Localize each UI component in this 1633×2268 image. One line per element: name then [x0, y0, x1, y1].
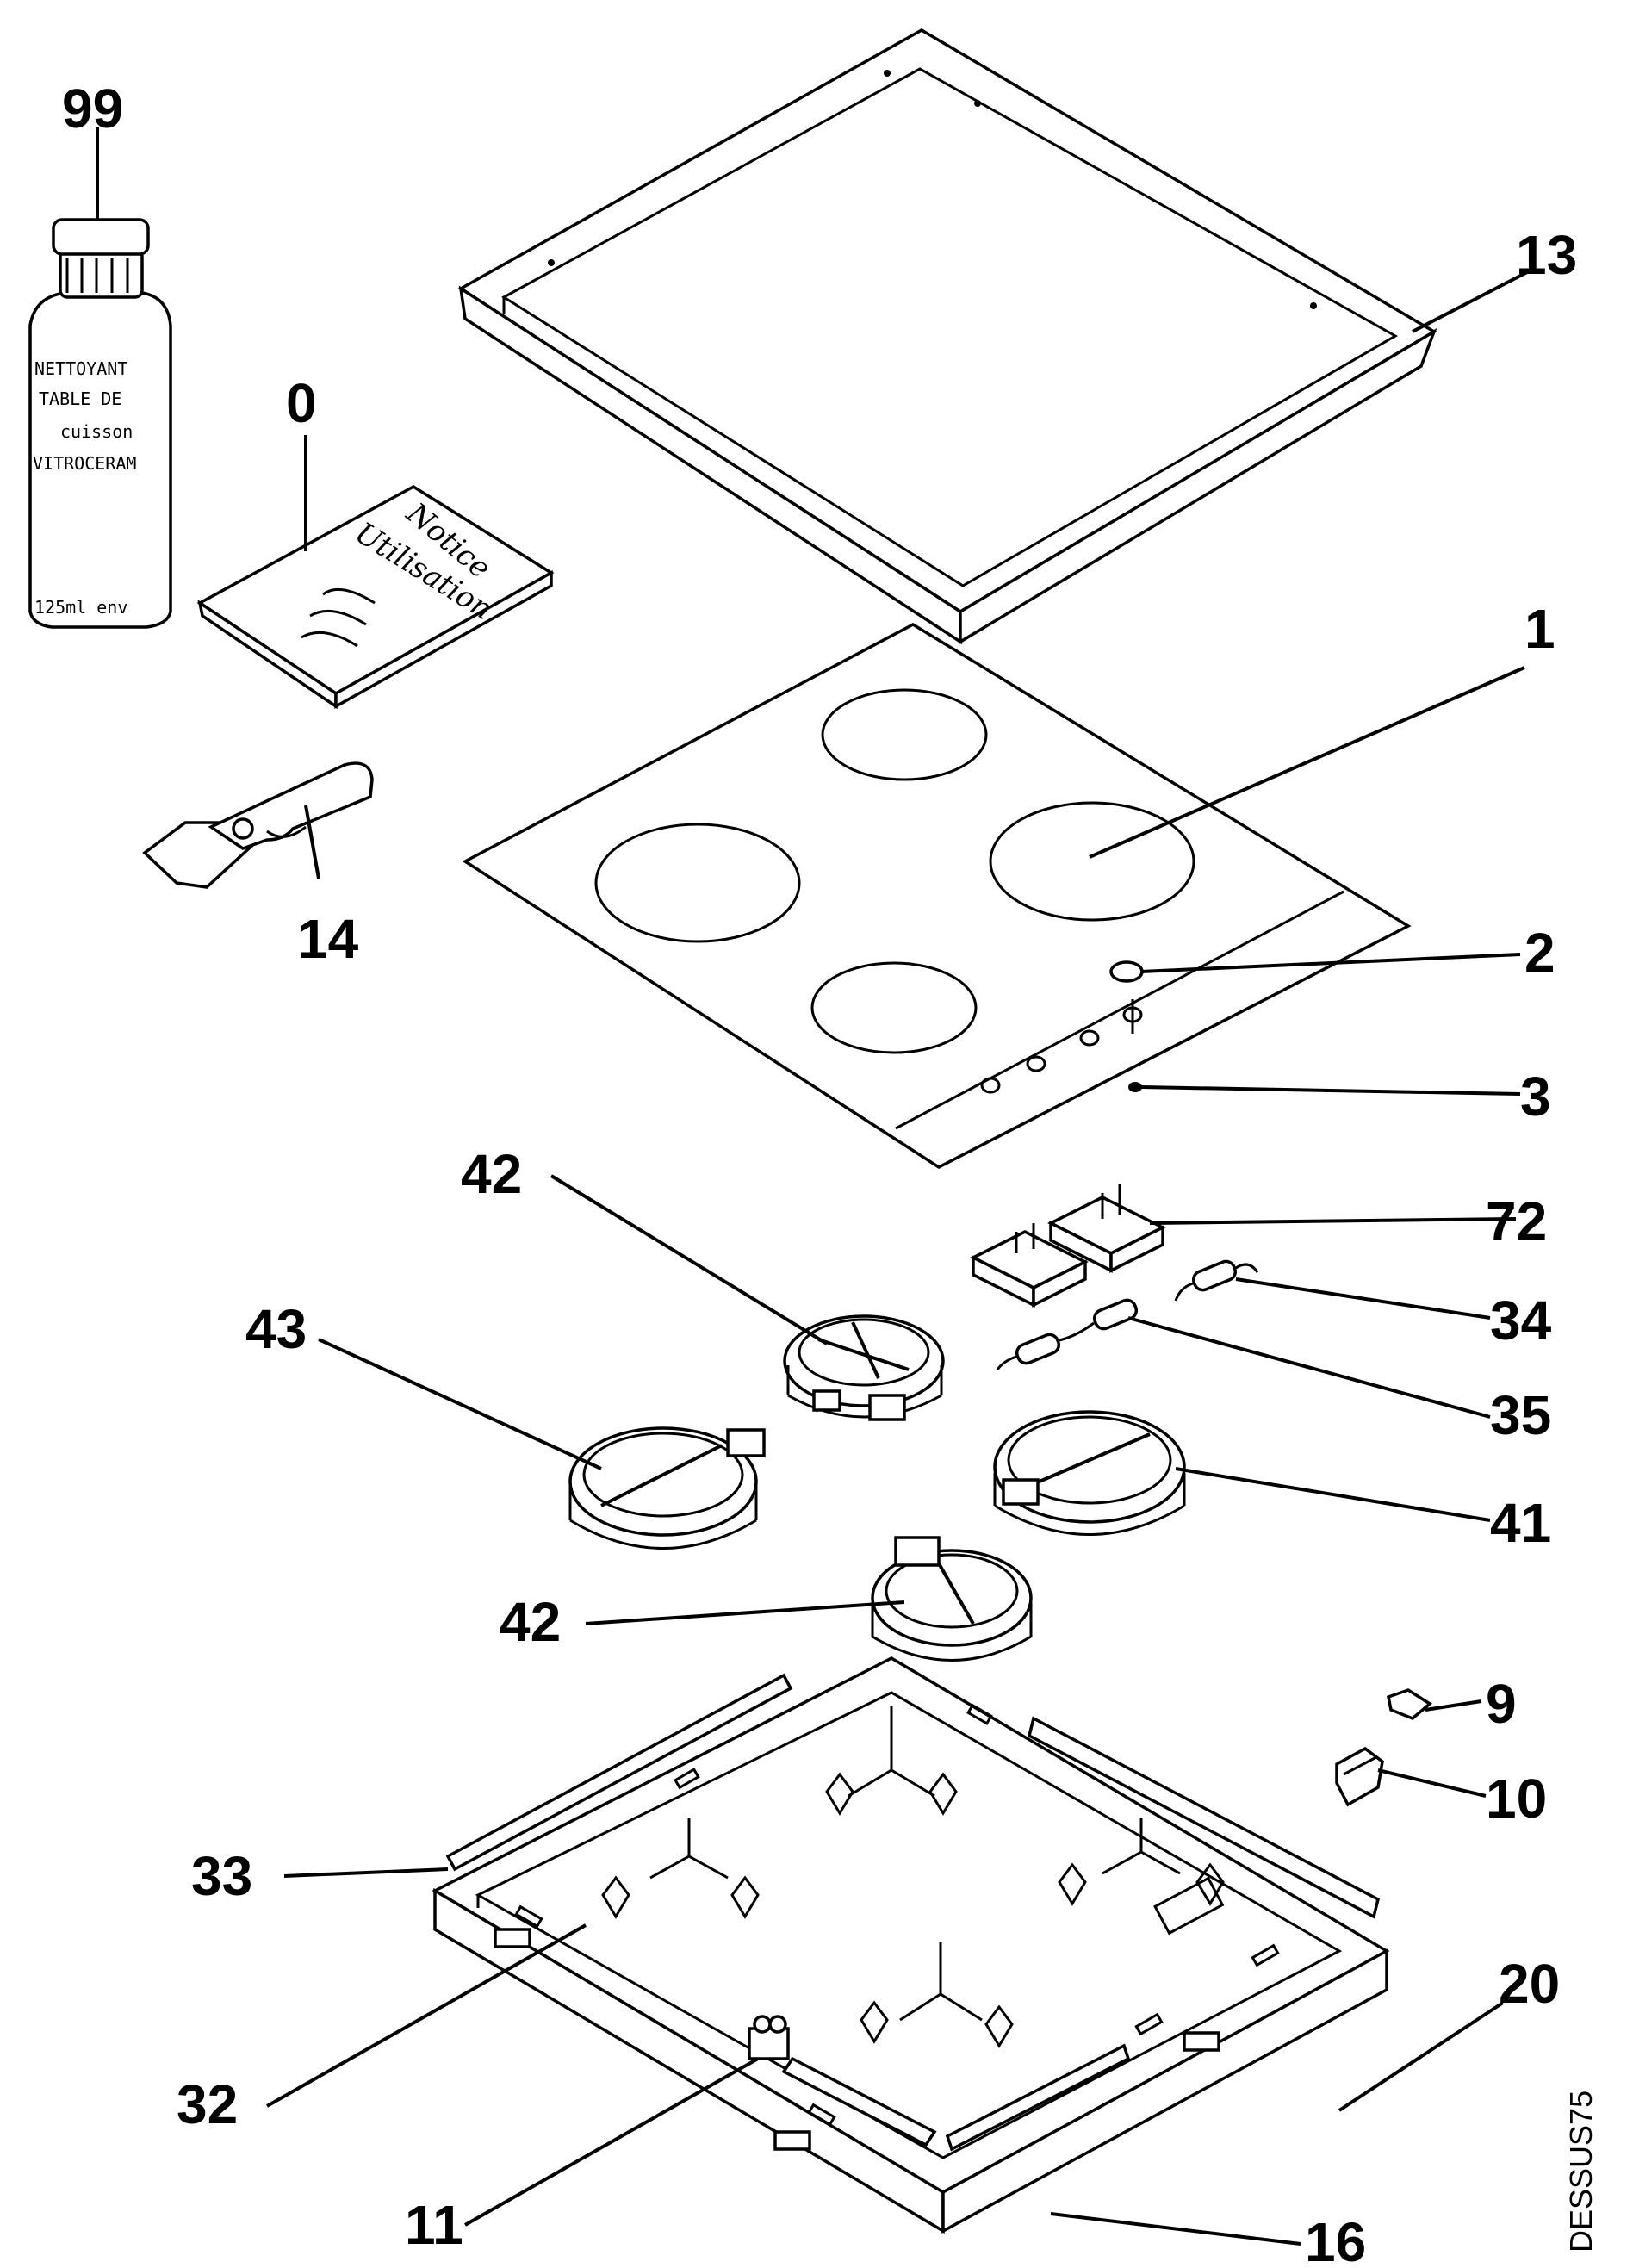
glass-scraper	[142, 761, 374, 889]
bottle-label-line-1: NETTOYANT	[34, 358, 127, 379]
callout-34: 34	[1490, 1289, 1552, 1351]
drawing-code: DESSUS75	[1563, 2091, 1599, 2252]
trim-frame	[457, 28, 1437, 645]
callout-99: 99	[62, 78, 123, 140]
callout-13: 13	[1516, 224, 1577, 286]
clip-9	[1386, 1688, 1432, 1721]
callout-20: 20	[1499, 1953, 1560, 2015]
screw-part	[1128, 1082, 1142, 1092]
callout-33: 33	[191, 1845, 252, 1907]
callout-41: 41	[1490, 1492, 1551, 1554]
callout-16: 16	[1305, 2211, 1366, 2268]
bottle-label-line-4: VITROCERAM	[33, 453, 136, 474]
callout-1: 1	[1524, 598, 1555, 660]
resistor-35	[996, 1298, 1139, 1370]
callout-10: 10	[1486, 1768, 1547, 1830]
heating-element-41	[993, 1410, 1186, 1536]
callout-9: 9	[1486, 1673, 1517, 1735]
heating-element-42-upper	[783, 1314, 945, 1421]
callout-2: 2	[1524, 922, 1555, 984]
callout-43: 43	[245, 1298, 307, 1360]
bottle-label-line-2: TABLE DE	[39, 388, 121, 409]
heating-element-42-lower	[871, 1536, 1033, 1662]
leader-lines	[96, 127, 1530, 2246]
indicator-light	[1109, 960, 1144, 983]
callouts: 99 0 13 1 14 2 3 42 72 43 34 35 41 42 9 …	[62, 78, 1599, 2268]
heating-element-43	[568, 1426, 766, 1550]
callout-14: 14	[297, 908, 359, 970]
bottle-label-line-5: 125ml env	[34, 597, 127, 618]
callout-42-lower: 42	[500, 1591, 561, 1653]
callout-42-upper: 42	[461, 1143, 522, 1205]
terminal-block-10	[1335, 1746, 1384, 1807]
callout-3: 3	[1520, 1066, 1551, 1128]
callout-32: 32	[177, 2073, 238, 2135]
resistor-34	[1174, 1259, 1259, 1302]
energy-regulators	[970, 1184, 1166, 1308]
user-manual-booklet: Notice Utilisation	[196, 484, 555, 710]
base-chassis	[432, 1656, 1390, 2234]
callout-0: 0	[286, 372, 317, 434]
glass-cooktop	[462, 622, 1412, 1170]
cleaner-bottle: NETTOYANT TABLE DE cuisson VITROCERAM 12…	[28, 218, 172, 629]
callout-35: 35	[1490, 1384, 1551, 1446]
bottle-label-line-3: cuisson	[60, 421, 133, 442]
callout-11: 11	[405, 2194, 463, 2256]
callout-72: 72	[1486, 1190, 1547, 1252]
